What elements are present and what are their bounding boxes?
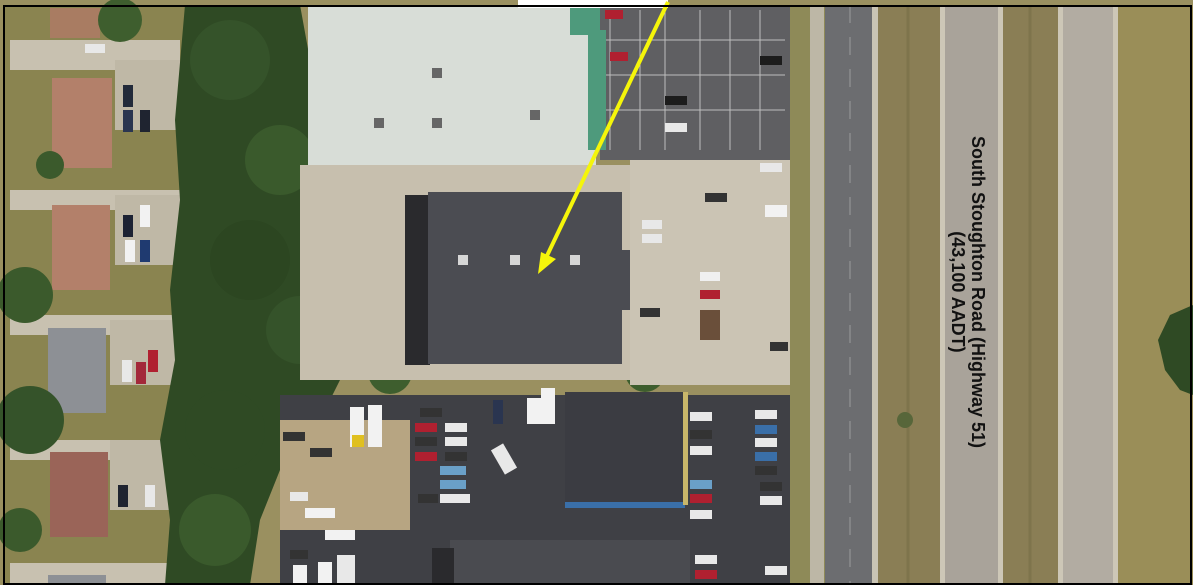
car [700, 272, 720, 281]
truck [541, 388, 555, 424]
car [140, 110, 150, 132]
road-name: South Stoughton Road (Highway 51) [968, 136, 988, 448]
car [642, 220, 662, 229]
truck [352, 435, 364, 447]
road-shoulder [998, 5, 1003, 585]
car [490, 443, 518, 475]
tree [0, 267, 53, 323]
subject-building-roof [428, 192, 622, 364]
subject-building-roof [618, 250, 630, 310]
car [700, 290, 720, 299]
car [118, 485, 128, 507]
car [760, 163, 782, 172]
highway-lanes [1058, 5, 1118, 585]
roof-vent [432, 68, 442, 78]
car [123, 110, 133, 132]
tree [179, 494, 251, 566]
car [140, 240, 150, 262]
roof-vent [432, 118, 442, 128]
house-roof [52, 78, 112, 168]
car [610, 52, 628, 61]
subject-building-shadow [405, 195, 430, 365]
car [136, 362, 146, 384]
tree [98, 0, 142, 42]
north-building-trim [570, 5, 600, 35]
roof-vent [530, 110, 540, 120]
car [123, 215, 133, 237]
map-frame [3, 5, 1192, 585]
car [125, 240, 135, 262]
north-building-roof [308, 5, 596, 165]
road-traffic-count: (43,100 AADT) [948, 231, 968, 353]
truck [527, 398, 541, 424]
north-building-trim [588, 30, 606, 150]
roof-vent [374, 118, 384, 128]
road-shoulder [940, 5, 945, 585]
tree [0, 508, 42, 552]
roof-vent [458, 255, 468, 265]
car [642, 234, 662, 243]
median-shrub [897, 412, 913, 428]
bottom-building-roof [432, 548, 454, 585]
road-label: South Stoughton Road (Highway 51) (43,10… [948, 136, 988, 448]
house-roof [48, 575, 106, 585]
tree [185, 390, 265, 470]
car [770, 342, 788, 351]
car [665, 96, 687, 105]
car [605, 10, 623, 19]
car [760, 56, 782, 65]
south-building-trim [565, 502, 685, 508]
tree [0, 386, 64, 454]
tree [190, 20, 270, 100]
south-building-roof [565, 392, 685, 505]
car [700, 310, 720, 340]
car [665, 123, 687, 132]
house-roof [50, 8, 100, 38]
car [140, 205, 150, 227]
car [493, 400, 503, 424]
road-shoulder [1058, 5, 1063, 585]
car [640, 308, 660, 317]
tree [245, 125, 315, 195]
grass-field [1118, 5, 1193, 585]
highway-lanes [940, 5, 1002, 585]
car [85, 44, 105, 53]
house-roof [52, 205, 110, 290]
tree [36, 151, 64, 179]
car [705, 193, 727, 202]
car [765, 205, 787, 217]
top-margin [518, 0, 668, 8]
car [122, 360, 132, 382]
car [148, 350, 158, 372]
house-roof [48, 328, 106, 413]
roof-vent [570, 255, 580, 265]
tree [1158, 305, 1193, 395]
car [123, 85, 133, 107]
car [145, 485, 155, 507]
parked-cars [283, 408, 787, 585]
pointer-arrow [538, 1, 670, 274]
tree [210, 220, 290, 300]
roof-vent [510, 255, 520, 265]
bottom-building-roof [450, 540, 690, 585]
road-shoulder [872, 5, 878, 585]
south-building-trim [683, 392, 688, 505]
house-roof [50, 452, 108, 537]
sidewalk [810, 5, 824, 585]
truck [368, 405, 382, 447]
road-shoulder [1113, 5, 1118, 585]
